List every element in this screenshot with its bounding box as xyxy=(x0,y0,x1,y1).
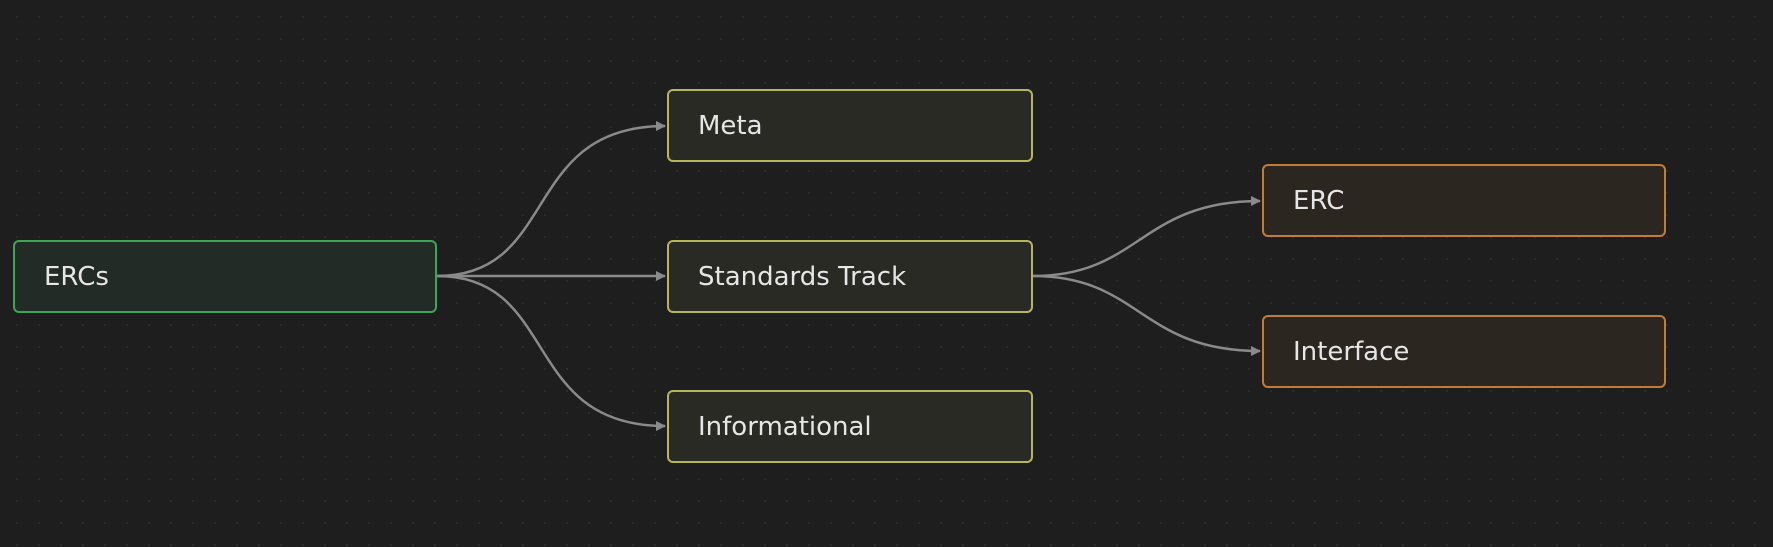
node-label: Interface xyxy=(1293,336,1410,367)
node-erc[interactable]: ERC xyxy=(1262,164,1666,237)
node-meta[interactable]: Meta xyxy=(667,89,1033,162)
node-label: Informational xyxy=(698,411,872,442)
node-standards-track[interactable]: Standards Track xyxy=(667,240,1033,313)
node-label: ERC xyxy=(1293,185,1345,216)
node-label: Meta xyxy=(698,110,763,141)
node-label: Standards Track xyxy=(698,261,907,292)
edge-standards-interface xyxy=(1032,274,1261,356)
edge-standards-erc xyxy=(1032,196,1261,278)
node-interface[interactable]: Interface xyxy=(1262,315,1666,388)
edge-ercs-informational xyxy=(436,274,666,431)
node-informational[interactable]: Informational xyxy=(667,390,1033,463)
node-label: ERCs xyxy=(44,261,109,292)
edge-ercs-meta xyxy=(436,121,666,278)
node-ercs[interactable]: ERCs xyxy=(13,240,437,313)
